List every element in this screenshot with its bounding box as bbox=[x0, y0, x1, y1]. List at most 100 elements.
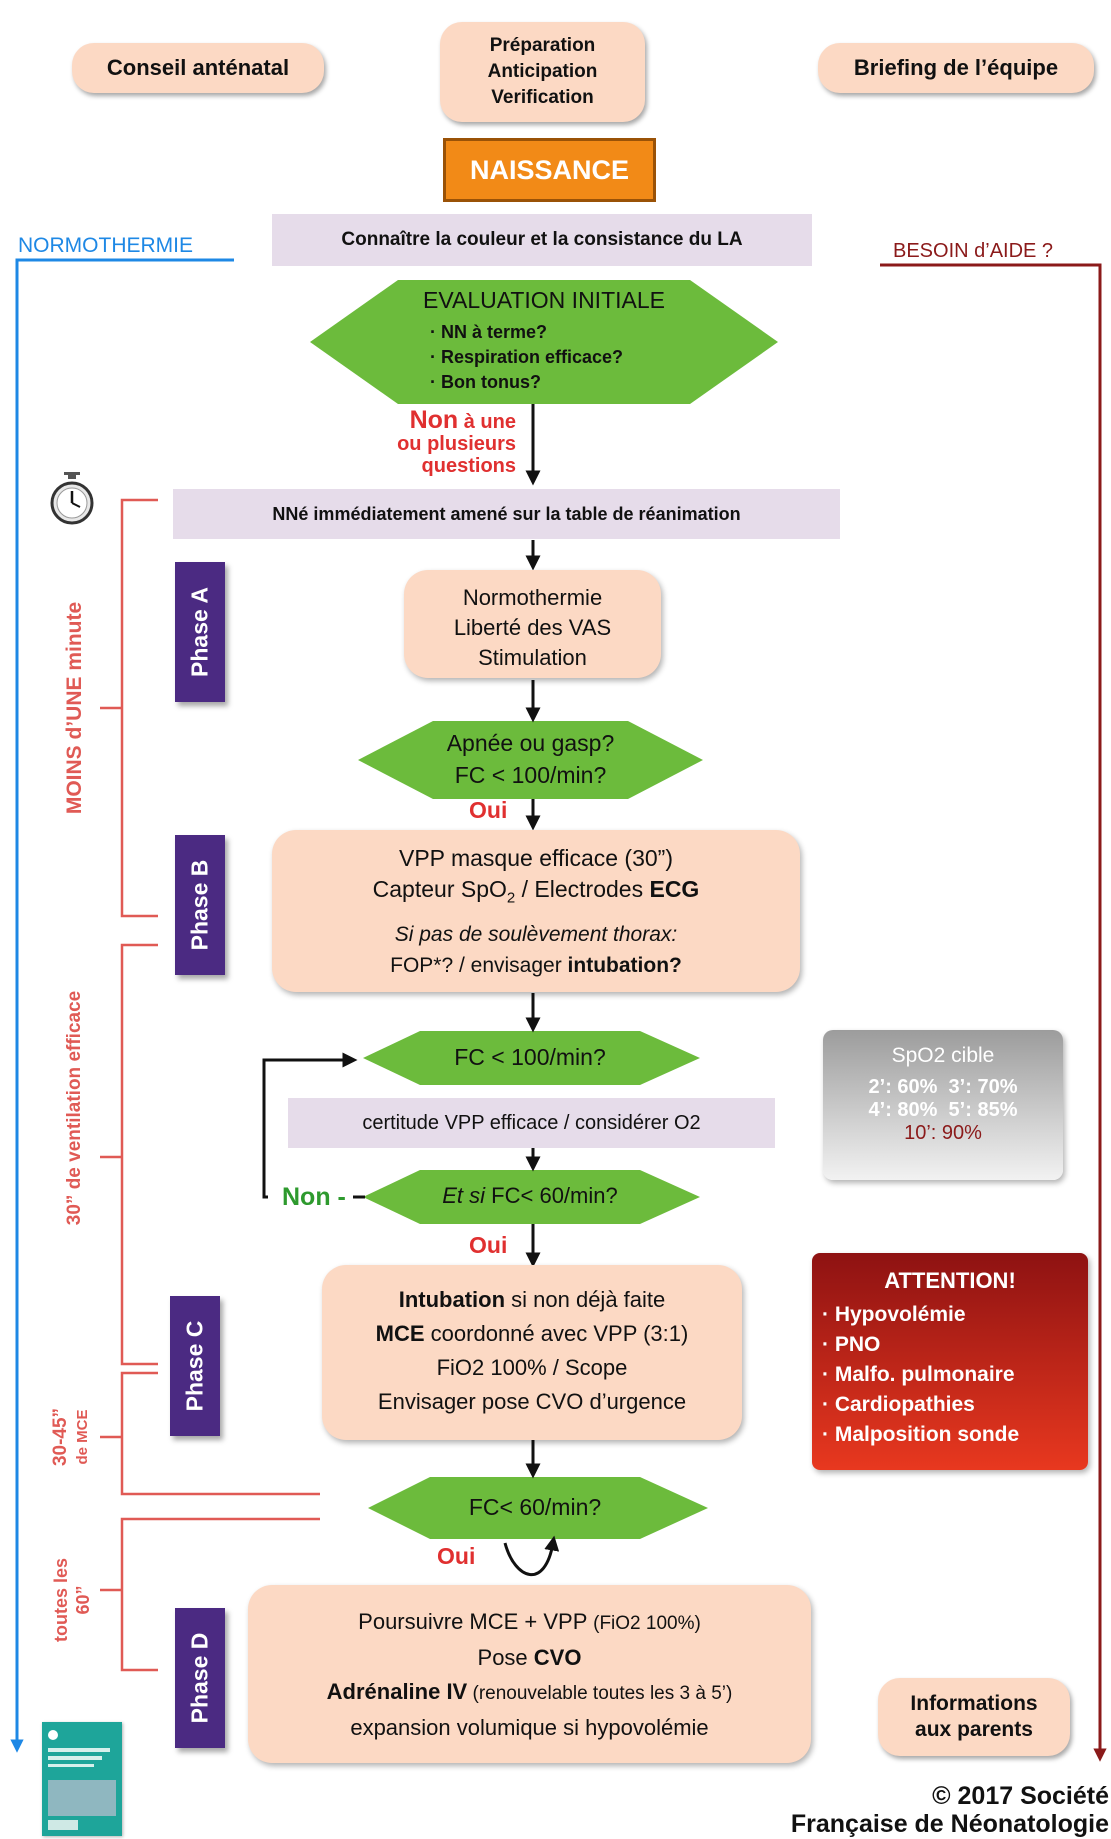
vpp-line: VPP masque efficace (30”) bbox=[398, 845, 673, 871]
apnee-line: Apnée ou gasp? bbox=[446, 730, 615, 756]
phase-d-box: Poursuivre MCE + VPP (FiO2 100%) Pose CV… bbox=[248, 1585, 811, 1763]
capteur-line: Capteur SpO2 / Electrodes ECG bbox=[372, 876, 700, 907]
phase-d-line: expansion volumique si hypovolémie bbox=[350, 1715, 709, 1740]
attention-box: ATTENTION! · Hypovolémie · PNO · Malfo. … bbox=[812, 1253, 1088, 1470]
copyright-line1: © 2017 Société bbox=[932, 1782, 1109, 1810]
spo2-row: 2’: 60% 3’: 70% bbox=[868, 1076, 1018, 1098]
toutes-les-line2: 60” bbox=[73, 1585, 93, 1615]
non-word: Non bbox=[409, 406, 459, 434]
phase-a-line: Normothermie bbox=[462, 585, 603, 610]
moins-une-minute-label: MOINS d’UNE minute bbox=[63, 601, 86, 815]
conseil-antenatal-pill: Conseil anténatal bbox=[72, 43, 324, 93]
bracket-toutes-les bbox=[100, 1517, 320, 1672]
apnee-hexagon bbox=[358, 721, 703, 799]
naissance-label: NAISSANCE bbox=[469, 154, 630, 185]
apnee-line: FC < 100/min? bbox=[454, 762, 607, 788]
certitude-box: certitude VPP efficace / considérer O2 bbox=[288, 1098, 775, 1148]
arrow-non-loop bbox=[262, 1060, 365, 1199]
informations-line1: Informations bbox=[910, 1692, 1038, 1715]
connaitre-la-label: Connaître la couleur et la consistance d… bbox=[341, 229, 743, 250]
spo2-row: 10’: 90% bbox=[904, 1122, 982, 1144]
non-green-label: Non - bbox=[282, 1183, 346, 1211]
fc100-text: FC < 100/min? bbox=[454, 1044, 606, 1070]
oui-label-2: Oui bbox=[469, 1232, 508, 1258]
arrow-oui-loop bbox=[503, 1535, 560, 1577]
phase-d-label: Phase D bbox=[186, 1632, 213, 1724]
evaluation-hexagon bbox=[310, 280, 778, 404]
naissance-box: NAISSANCE bbox=[443, 138, 656, 202]
phase-c-line: FiO2 100% / Scope bbox=[436, 1355, 628, 1380]
bracket-mce bbox=[100, 1371, 320, 1496]
toutes-les-line1: toutes les bbox=[51, 1557, 71, 1643]
fc60-hexagon bbox=[368, 1477, 708, 1539]
certitude-label: certitude VPP efficace / considérer O2 bbox=[362, 1111, 701, 1134]
attention-item: · Hypovolémie bbox=[822, 1303, 966, 1326]
phase-d-line: Adrénaline IV (renouvelable toutes les 3… bbox=[326, 1679, 733, 1704]
fc60-text: FC< 60/min? bbox=[468, 1494, 602, 1520]
spo2-row: 4’: 80% 5’: 85% bbox=[868, 1099, 1018, 1121]
phase-c-box: Intubation si non déjà faite MCE coordon… bbox=[322, 1265, 742, 1440]
conseil-antenatal-label: Conseil anténatal bbox=[106, 55, 290, 80]
nne-immediatement-box: NNé immédiatement amené sur la table de … bbox=[173, 489, 840, 539]
attention-item: · Malposition sonde bbox=[822, 1423, 1020, 1446]
nne-immediatement-label: NNé immédiatement amené sur la table de … bbox=[272, 503, 741, 524]
attention-title: ATTENTION! bbox=[884, 1268, 1016, 1293]
phase-c-line: Envisager pose CVO d’urgence bbox=[377, 1389, 687, 1414]
phase-d-block: Phase D bbox=[175, 1608, 225, 1748]
et-si-hexagon bbox=[363, 1170, 700, 1224]
preparation-line: Préparation bbox=[489, 35, 596, 56]
informations-line2: aux parents bbox=[915, 1718, 1033, 1741]
phase-d-line: Pose CVO bbox=[477, 1645, 582, 1670]
mce-label-line1: 30-45” bbox=[50, 1407, 71, 1467]
bracket-ventilation bbox=[100, 943, 158, 1366]
preparation-pill: Préparation Anticipation Verification bbox=[440, 22, 645, 122]
phase-a-line: Stimulation bbox=[478, 645, 587, 670]
evaluation-title: EVALUATION INITIALE bbox=[423, 287, 665, 313]
attention-item: · Cardiopathies bbox=[822, 1393, 975, 1416]
normothermie-label: NORMOTHERMIE bbox=[18, 234, 193, 257]
oui-label-3: Oui bbox=[437, 1543, 476, 1569]
phase-b-block: Phase B bbox=[175, 835, 225, 975]
mce-label: 30-45” de MCE bbox=[50, 1408, 94, 1466]
non-rest-1: à une bbox=[463, 411, 516, 433]
mce-label-line2: de MCE bbox=[74, 1409, 91, 1465]
phase-b-box: VPP masque efficace (30”) Capteur SpO2 /… bbox=[272, 830, 800, 992]
phase-a-block: Phase A bbox=[175, 562, 225, 702]
apnee-text: Apnée ou gasp? FC < 100/min? bbox=[433, 727, 628, 791]
besoin-aide-arrow bbox=[880, 263, 1107, 1762]
non-rest-3: questions bbox=[421, 455, 516, 477]
besoin-aide-label: BESOIN d’AIDE ? bbox=[893, 240, 1054, 262]
si-pas-line: Si pas de soulèvement thorax: bbox=[394, 922, 678, 946]
evaluation-item: · Bon tonus? bbox=[430, 372, 541, 392]
non-rest-2: ou plusieurs bbox=[397, 433, 516, 455]
phase-d-line: Poursuivre MCE + VPP (FiO2 100%) bbox=[358, 1609, 701, 1634]
phase-b-label: Phase B bbox=[186, 859, 213, 951]
non-plusieurs-label: Non à une ou plusieurs questions bbox=[360, 406, 516, 478]
phase-c-block: Phase C bbox=[170, 1296, 220, 1436]
normothermie-arrow bbox=[10, 258, 234, 1753]
informations-pill: Informations aux parents bbox=[878, 1678, 1070, 1756]
anticipation-line: Anticipation bbox=[487, 61, 598, 82]
fc100-hexagon bbox=[363, 1031, 700, 1085]
briefing-label: Briefing de l’équipe bbox=[853, 55, 1059, 80]
spo2-cible-box: SpO2 cible 2’: 60% 3’: 70% 4’: 80% 5’: 8… bbox=[823, 1030, 1063, 1180]
copyright-line2: Française de Néonatologie bbox=[790, 1810, 1109, 1838]
copyright-text: © 2017 Société Française de Néonatologie bbox=[791, 1782, 1109, 1838]
evaluation-item: · NN à terme? bbox=[430, 322, 548, 342]
evaluation-item: · Respiration efficace? bbox=[430, 347, 624, 367]
oui-label-1: Oui bbox=[469, 797, 508, 823]
evaluation-list: · NN à terme? · Respiration efficace? · … bbox=[430, 320, 623, 395]
ventilation-label: 30” de ventilation efficace bbox=[64, 990, 85, 1226]
verification-line: Verification bbox=[491, 87, 594, 108]
phase-c-line: Intubation si non déjà faite bbox=[398, 1287, 666, 1312]
attention-item: · PNO bbox=[822, 1333, 881, 1356]
attention-item: · Malfo. pulmonaire bbox=[822, 1363, 1015, 1386]
attention-list: · Hypovolémie · PNO · Malfo. pulmonaire … bbox=[812, 1294, 1088, 1450]
fop-line: FOP*? / envisager intubation? bbox=[390, 953, 682, 977]
phase-a-line: Liberté des VAS bbox=[453, 615, 612, 640]
briefing-pill: Briefing de l’équipe bbox=[818, 43, 1094, 93]
phase-c-label: Phase C bbox=[181, 1320, 208, 1412]
toutes-les-label: toutes les 60” bbox=[50, 1558, 94, 1642]
bracket-moins-une-minute bbox=[100, 498, 158, 918]
